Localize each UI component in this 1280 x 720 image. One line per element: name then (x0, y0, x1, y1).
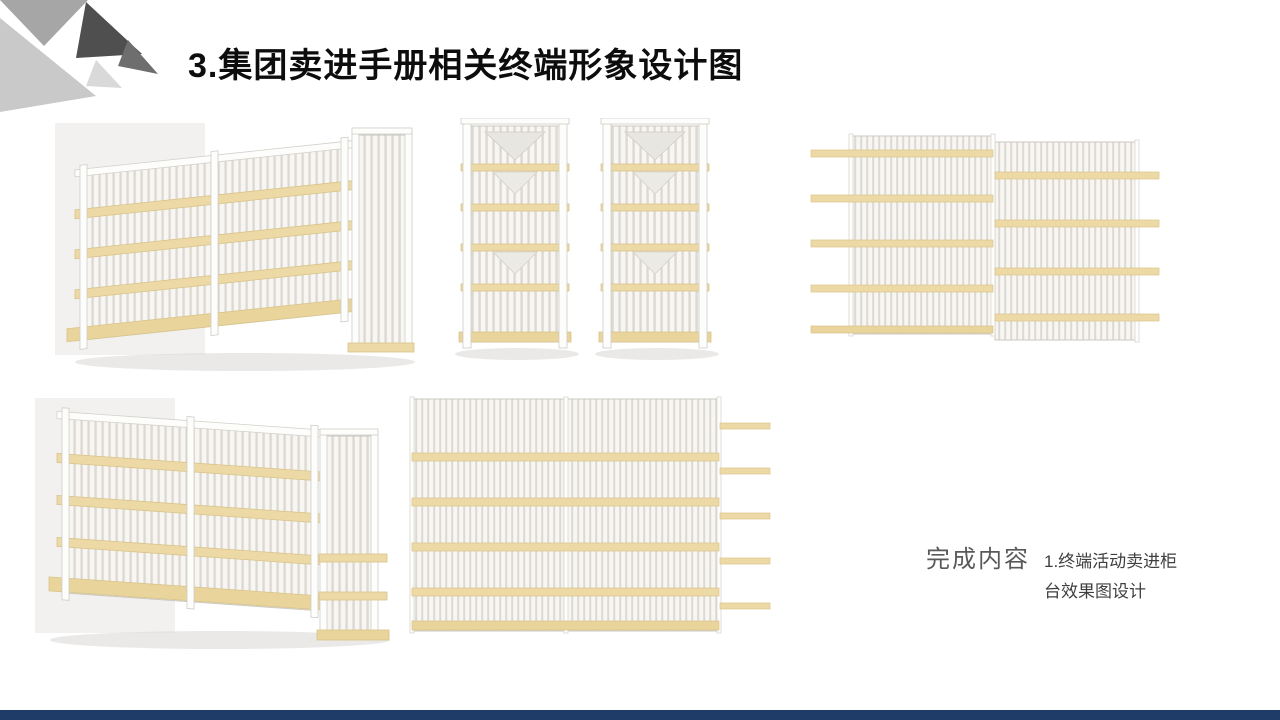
footer-bar (0, 710, 1280, 720)
render-gondola-perspective-1 (55, 105, 420, 375)
render-gondola-perspective-2 (35, 378, 395, 653)
caption-body: 1.终端活动卖进柜台效果图设计 (1044, 552, 1178, 601)
page-title: 3.集团卖进手册相关终端形象设计图 (188, 47, 744, 85)
caption-heading: 完成内容 (926, 546, 1030, 573)
decor-triangles (0, 0, 158, 112)
caption-block: 完成内容 1.终端活动卖进柜台效果图设计 (926, 544, 1194, 607)
render-shelf-towers-front (455, 118, 725, 363)
render-mesh-panels-pegs (408, 393, 773, 643)
render-mesh-panels-wide (805, 128, 1165, 353)
